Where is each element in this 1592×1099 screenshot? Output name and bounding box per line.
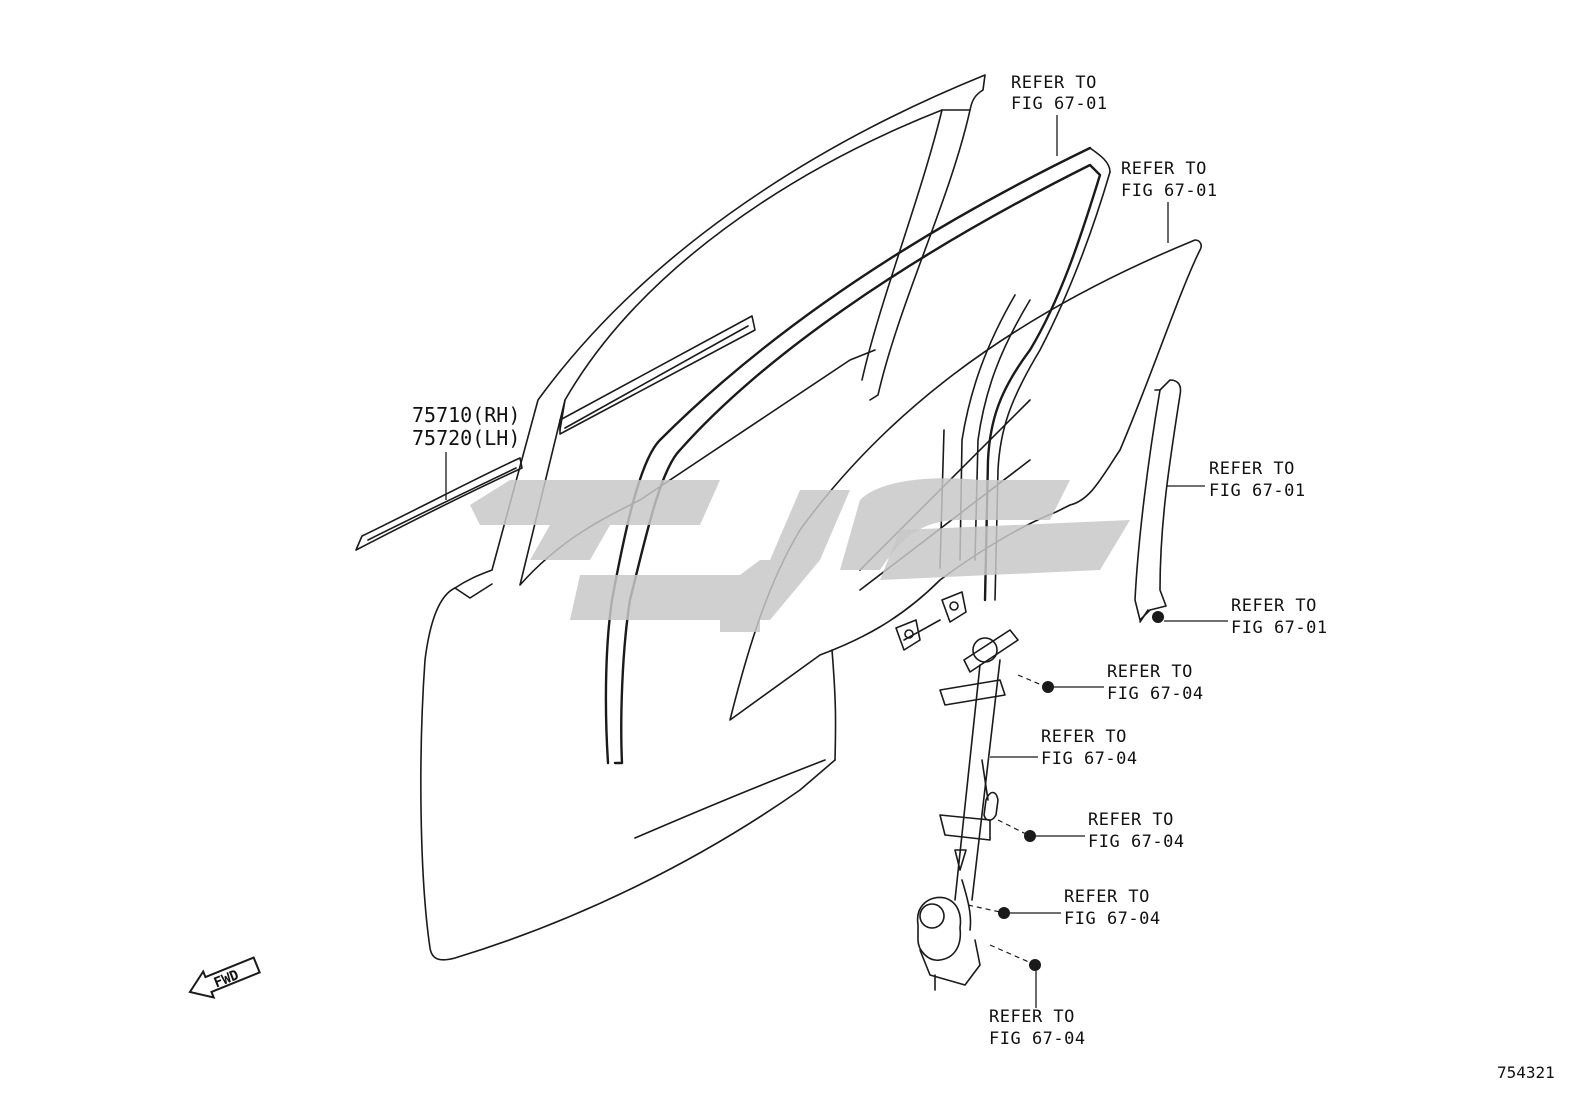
callout-3-line1: REFER TO	[1209, 459, 1295, 479]
callout-7-line1: REFER TO	[1088, 810, 1174, 830]
glass-brackets	[895, 591, 967, 651]
part-number-rh: 75710(RH)	[412, 403, 520, 427]
part-number-lh: 75720(LH)	[412, 426, 520, 450]
callout-2-line1: REFER TO	[1121, 159, 1207, 179]
callout-5: REFER TO FIG 67-04	[1054, 662, 1204, 704]
callout-4: REFER TO FIG 67-01	[1164, 596, 1328, 638]
callout-9-line2: FIG 67-04	[989, 1029, 1086, 1049]
callout-6-line2: FIG 67-04	[1041, 749, 1138, 769]
assembly-lines	[967, 674, 1045, 964]
belt-moulding	[355, 315, 756, 551]
callout-6-line1: REFER TO	[1041, 727, 1127, 747]
callout-6: REFER TO FIG 67-04	[990, 727, 1138, 769]
callout-2: REFER TO FIG 67-01	[1121, 159, 1218, 243]
callout-3-line2: FIG 67-01	[1209, 481, 1306, 501]
part-number-label: 75710(RH) 75720(LH)	[412, 403, 520, 500]
callout-1-line2: FIG 67-01	[1011, 94, 1108, 114]
window-regulator	[916, 629, 1019, 991]
callout-7: REFER TO FIG 67-04	[1036, 810, 1185, 852]
callout-7-line2: FIG 67-04	[1088, 832, 1185, 852]
callout-8-line2: FIG 67-04	[1064, 909, 1161, 929]
callout-8-line1: REFER TO	[1064, 887, 1150, 907]
diagram-id: 754321	[1497, 1063, 1555, 1082]
window-run-channel	[604, 146, 1111, 765]
callout-9-line1: REFER TO	[989, 1007, 1075, 1027]
callout-1: REFER TO FIG 67-01	[1011, 73, 1108, 156]
fasteners	[998, 611, 1164, 971]
callout-5-line2: FIG 67-04	[1107, 684, 1204, 704]
callout-3: REFER TO FIG 67-01	[1167, 459, 1306, 501]
callout-8: REFER TO FIG 67-04	[1010, 887, 1161, 929]
fwd-arrow-icon: FWD	[188, 956, 261, 999]
rear-lower-sash	[1134, 379, 1182, 623]
callout-4-line2: FIG 67-01	[1231, 618, 1328, 638]
callout-5-line1: REFER TO	[1107, 662, 1193, 682]
watermark-logo	[470, 478, 1130, 632]
callout-2-line2: FIG 67-01	[1121, 181, 1218, 201]
callout-1-line1: REFER TO	[1011, 73, 1097, 93]
callout-4-line1: REFER TO	[1231, 596, 1317, 616]
callout-9: REFER TO FIG 67-04	[989, 971, 1086, 1049]
